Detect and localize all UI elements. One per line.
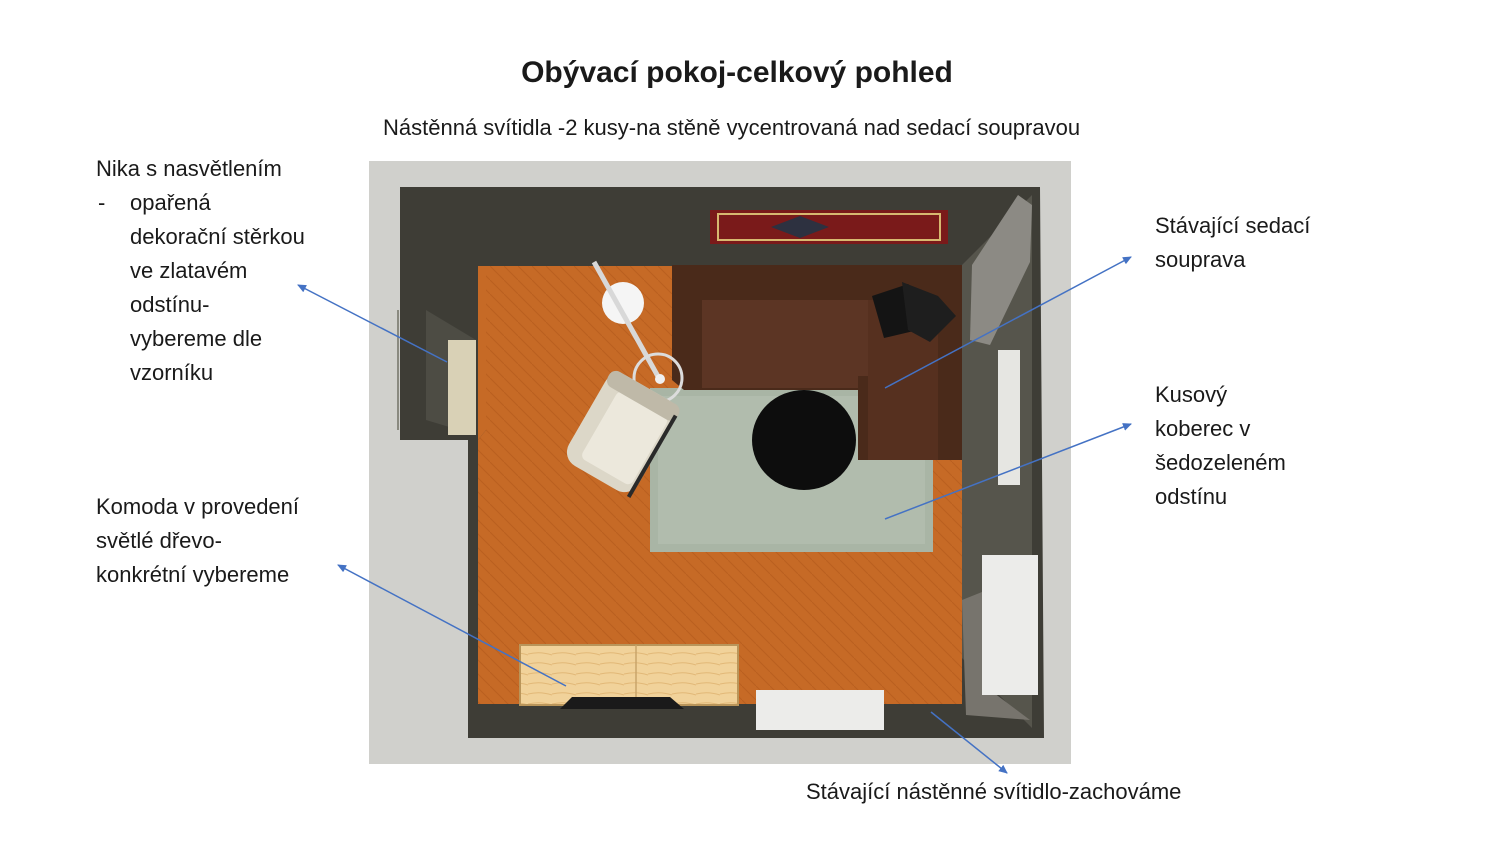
label-rug-line: koberec v [1155, 416, 1251, 441]
door-opening [756, 690, 884, 730]
arrow-wall-lamp [930, 711, 1008, 774]
tv [560, 697, 684, 709]
arrow-rug [884, 423, 1132, 520]
label-rug-line: odstínu [1155, 484, 1228, 509]
label-niche-heading: Nika s nasvětlením [96, 156, 282, 181]
cushion-2 [902, 282, 956, 342]
label-rug: Kusový koberec v šedozeleném odstínu [1155, 378, 1286, 514]
arrow-komoda [337, 564, 567, 687]
page-title: Obývací pokoj-celkový pohled [521, 56, 953, 89]
coffee-table [752, 390, 856, 490]
label-sofa-line: souprava [1155, 247, 1246, 272]
window-bottom [982, 555, 1038, 695]
label-sofa-line: Stávající sedací [1155, 213, 1311, 238]
label-komoda-line: světlé dřevo- [96, 528, 222, 553]
label-rug-line: šedozeleném [1155, 450, 1286, 475]
label-rug-line: Kusový [1155, 382, 1228, 407]
arrow-niche [297, 284, 448, 363]
window-top [998, 350, 1020, 485]
arrow-sofa [884, 256, 1132, 389]
armchair [566, 370, 680, 499]
komoda [520, 645, 738, 705]
label-komoda: Komoda v provedení světlé dřevo- konkrét… [96, 490, 299, 592]
wall-lights-note: Nástěnná svítidla -2 kusy-na stěně vycen… [383, 115, 1081, 140]
label-komoda-line: konkrétní vybereme [96, 562, 290, 587]
label-sofa: Stávající sedací souprava [1155, 209, 1310, 277]
floor-wedge [478, 266, 486, 440]
label-komoda-line: Komoda v provedení [96, 494, 300, 519]
niche-light-panel [448, 340, 476, 435]
label-wall-lamp: Stávající nástěnné svítidlo-zachováme [806, 779, 1182, 804]
curtain-top [970, 195, 1032, 345]
